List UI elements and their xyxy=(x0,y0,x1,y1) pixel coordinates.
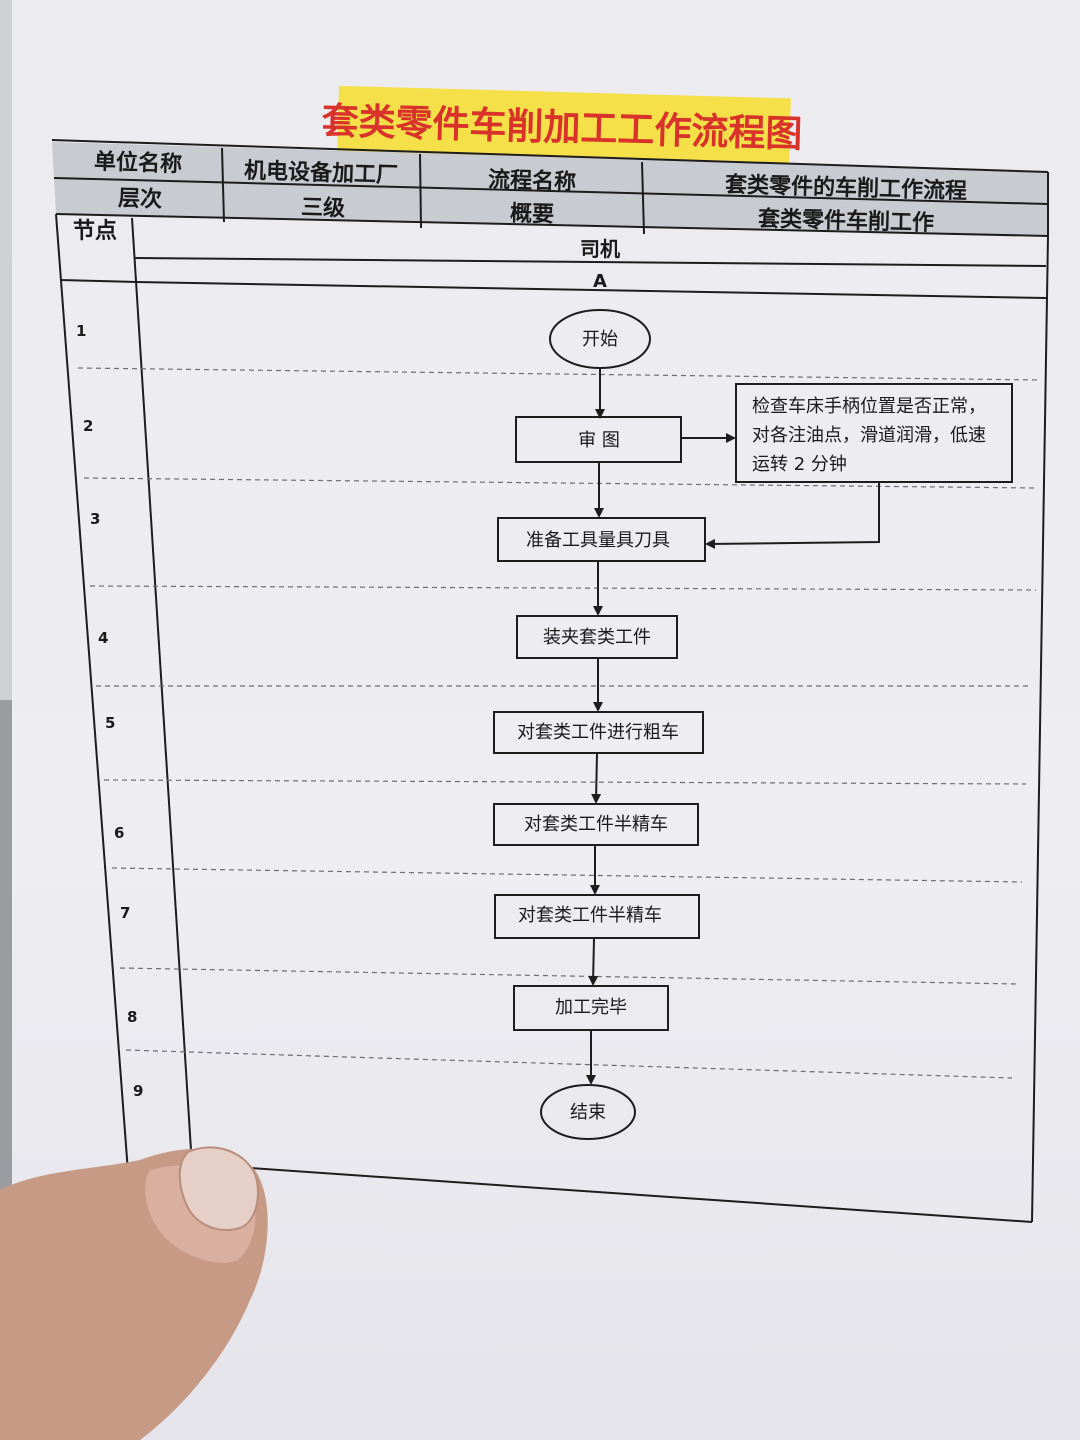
prepare-node xyxy=(497,517,706,562)
table-right-border xyxy=(1031,235,1049,1223)
row-number: 2 xyxy=(83,417,93,435)
prepare-label: 准备工具量具刀具 xyxy=(526,530,670,551)
title-highlight xyxy=(337,85,791,167)
row-number: 4 xyxy=(98,629,108,647)
semi-finish-node-1 xyxy=(493,803,699,846)
done-node xyxy=(513,985,669,1031)
check-note-line: 对各注油点，滑道润滑，低速 xyxy=(752,425,986,446)
flow-connectors xyxy=(586,368,880,1085)
unit-label: 单位名称 xyxy=(94,149,183,178)
row-number: 9 xyxy=(133,1082,143,1100)
row-number: 6 xyxy=(114,824,124,842)
node-label: 节点 xyxy=(73,218,117,244)
main-table xyxy=(55,213,1049,1223)
header-table: 单位名称 机电设备加工厂 流程名称 套类零件的车削工作流程 层次 三级 概要 套… xyxy=(51,139,1049,237)
header-row1-fill xyxy=(52,142,1048,206)
end-node xyxy=(540,1084,636,1140)
level-label: 层次 xyxy=(118,185,163,212)
semi-finish-node-2 xyxy=(494,894,700,939)
clamp-label: 装夹套类工件 xyxy=(543,627,651,648)
thumb-photo xyxy=(0,1146,268,1440)
row-number: 5 xyxy=(105,714,115,732)
arrow-rough-semi1 xyxy=(591,752,602,804)
review-label: 审 图 xyxy=(578,430,620,451)
node-column-line xyxy=(131,217,193,1167)
row-number: 8 xyxy=(127,1008,137,1026)
role-label: 司机 xyxy=(580,237,620,261)
summary-value: 套类零件车削工作 xyxy=(758,206,935,236)
process-label: 流程名称 xyxy=(488,167,577,196)
check-note-line: 检查车床手柄位置是否正常， xyxy=(752,396,986,417)
check-note-line: 运转 2 分钟 xyxy=(752,454,847,475)
summary-label: 概要 xyxy=(510,200,555,227)
check-note-box xyxy=(735,383,1013,483)
row-numbers: 1 2 3 4 5 6 7 8 9 xyxy=(76,322,143,1100)
end-label: 结束 xyxy=(570,1102,606,1123)
row-number: 3 xyxy=(90,510,100,528)
table-left-border xyxy=(55,213,129,1173)
row-number: 7 xyxy=(120,904,130,922)
clamp-node xyxy=(516,615,678,659)
header-row2-fill xyxy=(54,178,1048,236)
semi-finish-label-1: 对套类工件半精车 xyxy=(524,814,668,835)
start-label: 开始 xyxy=(582,329,618,350)
done-label: 加工完毕 xyxy=(555,997,627,1018)
row-number: 1 xyxy=(76,322,86,340)
lane-label: A xyxy=(593,271,607,292)
rough-turning-node xyxy=(493,711,704,754)
lane-row-line xyxy=(59,279,1047,299)
start-node xyxy=(549,309,651,369)
semi-finish-label-2: 对套类工件半精车 xyxy=(518,905,662,926)
role-row-line xyxy=(133,257,1047,267)
rough-turning-label: 对套类工件进行粗车 xyxy=(517,722,679,743)
thumbnail-nail xyxy=(178,1146,259,1231)
review-node xyxy=(515,416,682,463)
row-separators xyxy=(77,367,1041,1079)
arrow-semi2-done xyxy=(588,937,599,986)
unit-value: 机电设备加工厂 xyxy=(244,158,399,189)
flow-nodes: 开始 审 图 检查车床手柄位置是否正常， 对各注油点，滑道润滑，低速 运转 2 … xyxy=(493,309,1013,1140)
arrow-note-prepare xyxy=(705,482,880,549)
level-value: 三级 xyxy=(301,194,346,221)
